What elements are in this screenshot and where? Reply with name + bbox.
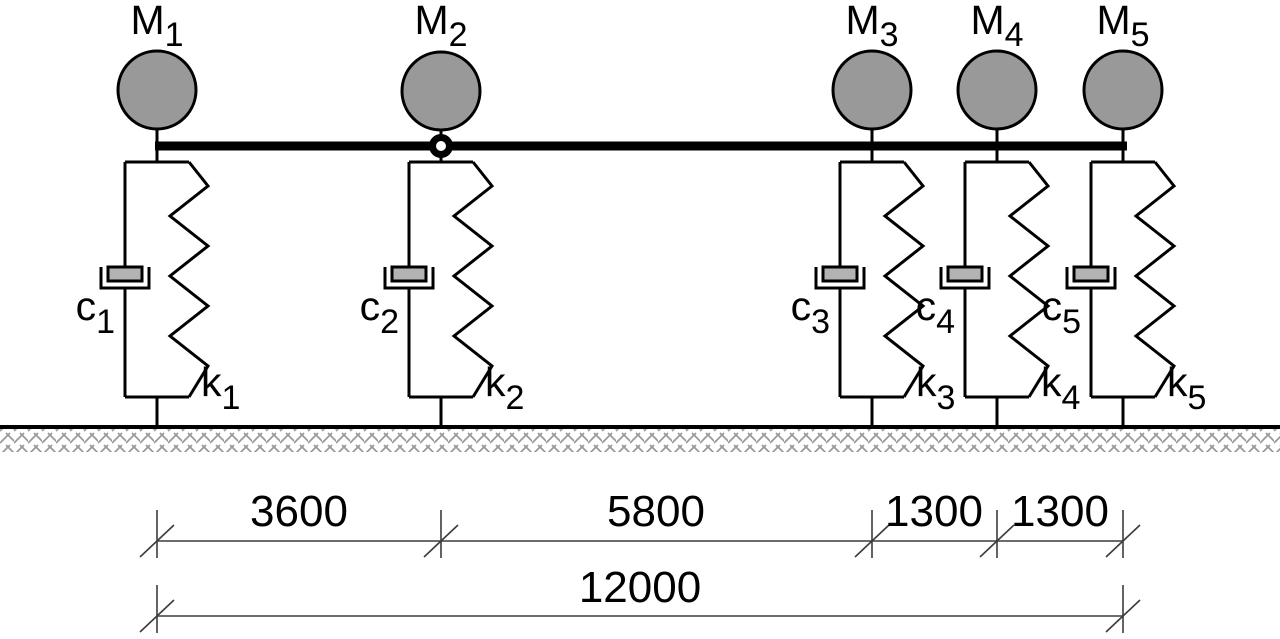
suspension-unit-3: c3 k3 [791,160,955,427]
damper5-cylinder [1065,267,1117,290]
spring3-coil [882,161,926,398]
suspension-unit-1: c1 k1 [76,160,240,427]
spring-label-1: k1 [201,359,240,417]
spring5-coil [1133,161,1177,398]
dim-value-1300-b: 1300 [1011,487,1109,536]
dimension-row-total: 12000 [139,563,1141,633]
spring-label-2: k2 [485,359,524,417]
dim-tick-slash [139,599,175,633]
damper2-piston [390,265,428,283]
dim-tick-slash [1105,524,1141,558]
mass-label-2: M2 [414,0,467,54]
damper4-cylinder [939,267,991,290]
mass-circle-2 [400,50,482,132]
spring2-coil [451,161,495,398]
dim-tick-slash [1105,599,1141,633]
spring-label-4: k4 [1041,359,1080,417]
mass-circle-5 [1082,49,1164,131]
dim-value-1300-a: 1300 [885,487,983,536]
spring-label-3: k3 [916,359,955,417]
spring4-coil [1007,161,1051,398]
damper3-cylinder [814,267,866,290]
damper-label-3: c3 [791,283,830,341]
mass-circle-3 [831,49,913,131]
mass-circle-1 [116,49,198,131]
damper1-cylinder [99,267,151,290]
damper-label-1: c1 [76,283,115,341]
damper-label-2: c2 [360,283,399,341]
suspension-unit-5: c5 k5 [1042,160,1206,427]
ground [0,425,1280,452]
ground-hatch [0,429,1280,452]
damper4-piston [946,265,984,283]
damper-label-4: c4 [916,283,955,341]
suspension-unit-2: c2 k2 [360,160,524,427]
damper-label-5: c5 [1042,283,1081,341]
spring1-coil [167,161,211,398]
suspension-unit-4: c4 k4 [916,160,1080,427]
damper5-piston [1072,265,1110,283]
dim-value-5800: 5800 [607,487,705,536]
dimension-row-segments: 3600 5800 1300 1300 [139,487,1141,558]
spring-label-5: k5 [1167,359,1206,417]
hinge-pin-icon [429,134,453,158]
dim-value-3600: 3600 [250,487,348,536]
dim-tick-slash [854,524,890,558]
damper2-cylinder [383,267,435,290]
dim-tick-slash [979,524,1015,558]
mass-labels: M1 M2 M3 M4 M5 [130,0,1149,54]
mass-circle-4 [956,49,1038,131]
mass-label-3: M3 [845,0,898,54]
dim-value-12000: 12000 [579,563,701,612]
dim-tick-slash [139,524,175,558]
mass-label-1: M1 [130,0,183,54]
mass-label-4: M4 [970,0,1023,54]
damper3-piston [821,265,859,283]
mass-label-5: M5 [1096,0,1149,54]
damper1-piston [106,265,144,283]
dim-tick-slash [423,524,459,558]
masses [116,49,1164,132]
